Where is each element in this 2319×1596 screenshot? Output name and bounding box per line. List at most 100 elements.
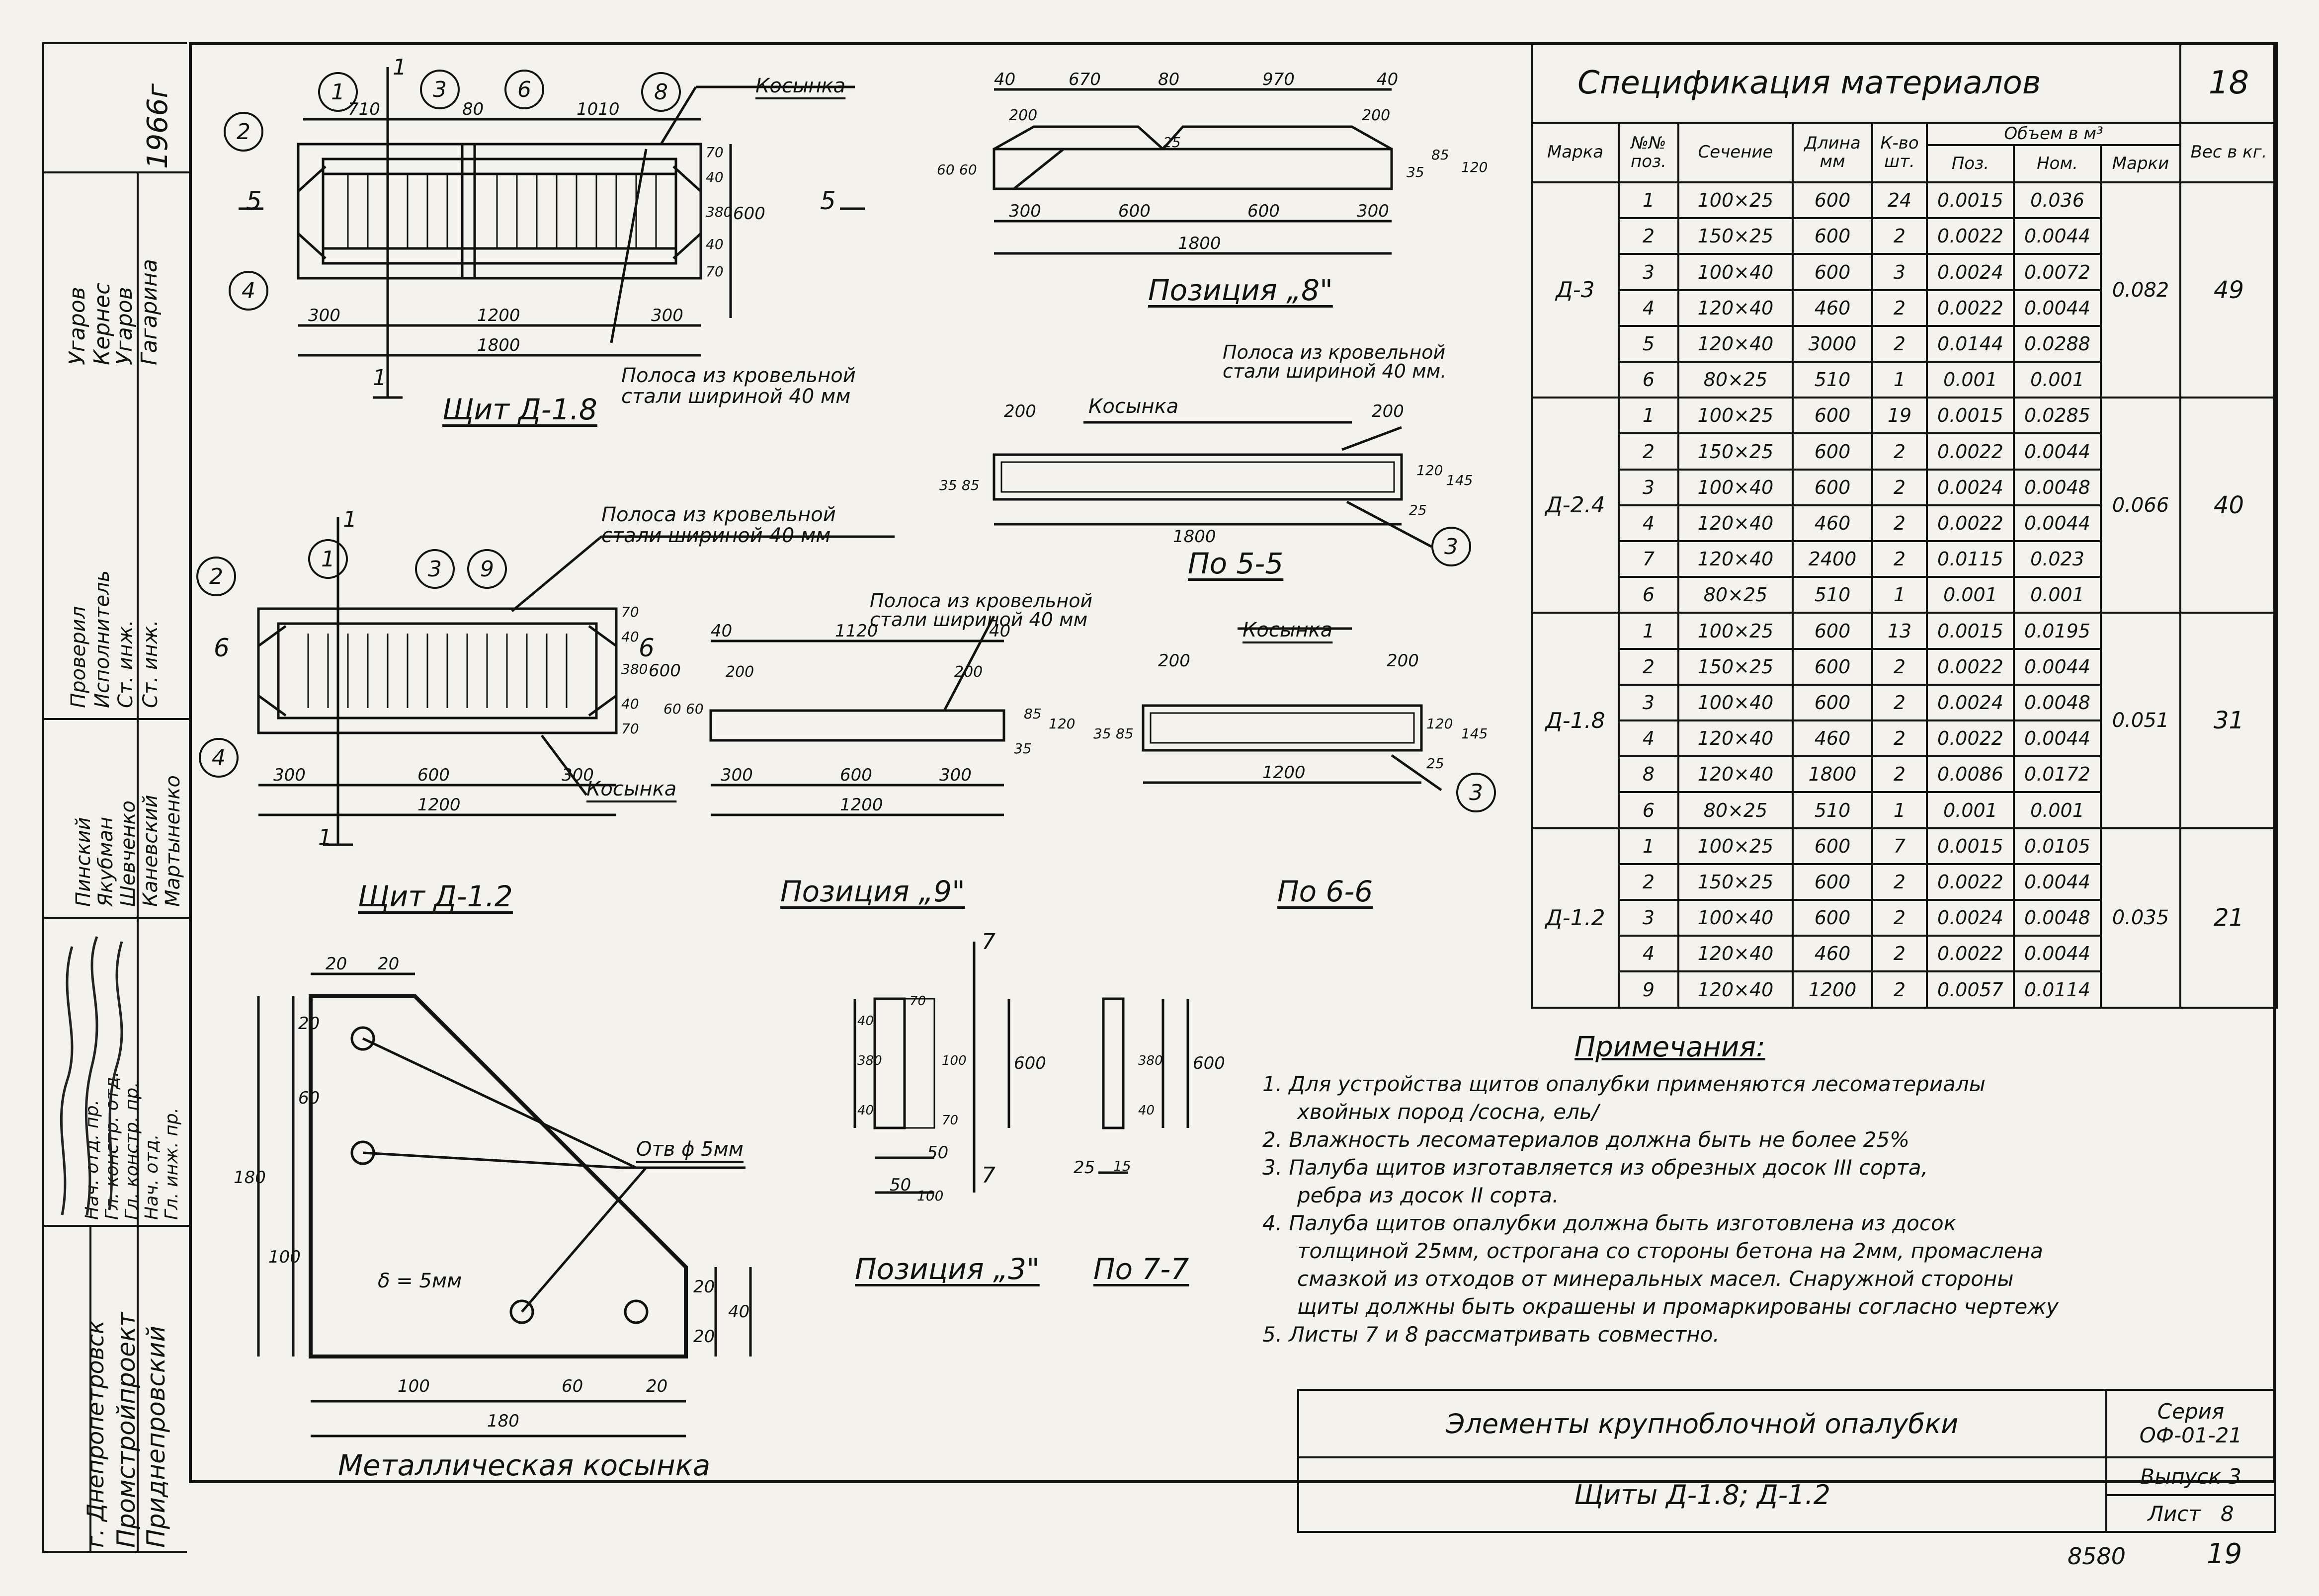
dim: 1200 (477, 306, 520, 325)
spec-table: Спецификация материалов 18 Марка №№ поз.… (1531, 42, 2278, 1009)
dim: 300 (1357, 201, 1389, 221)
cell: 2 (1871, 970, 1928, 1009)
stamp-row (42, 171, 189, 173)
pos8-outline (993, 88, 1393, 255)
cell: 2 (1618, 217, 1679, 255)
dim: 1200 (417, 795, 461, 815)
dim: 1120 (835, 621, 878, 641)
dim: 300 (939, 765, 972, 785)
note-line: 4. Палуба щитов опалубки должна быть изг… (1262, 1211, 1957, 1235)
dim: 25 (1426, 755, 1444, 772)
note-line: 5. Листы 7 и 8 рассматривать совместно. (1262, 1322, 1720, 1347)
dim: 380 (621, 661, 648, 677)
cell: 150×25 (1677, 863, 1794, 901)
cell: 100×40 (1677, 899, 1794, 937)
cell: 0.023 (2013, 540, 2102, 578)
cell: 460 (1792, 504, 1873, 543)
cell: 3 (1618, 253, 1679, 291)
cell: 0.0015 (1926, 612, 2015, 650)
cell: 4 (1618, 719, 1679, 758)
pos8-title: Позиция „8" (1148, 273, 1333, 307)
cell: 100×25 (1677, 397, 1794, 435)
dim: 120 (1426, 716, 1453, 732)
shield-12-title: Щит Д-1.2 (358, 879, 513, 913)
dim: 15 (1113, 1158, 1131, 1174)
cell: 600 (1792, 647, 1873, 686)
cell: 6 (1618, 576, 1679, 614)
cell: 0.0044 (2013, 504, 2102, 543)
dim: 380 (706, 204, 733, 220)
cut-mark: 7 (982, 1163, 995, 1188)
dim: 35 (1014, 740, 1032, 757)
cell: 0.0285 (2013, 397, 2102, 435)
spec-volume: 0.051 (2100, 612, 2181, 829)
pos-callout: 1 (308, 539, 348, 579)
cell: 0.001 (2013, 361, 2102, 399)
th-weight: Вес в кг. (2179, 122, 2278, 183)
gusset-thickness: δ = 5мм (378, 1270, 462, 1292)
section-mark: 5 (820, 186, 836, 215)
dim: 60 (959, 161, 977, 178)
spec-mark: Д-3 (1531, 181, 1620, 399)
cell: 1 (1618, 827, 1679, 865)
cell: 2 (1618, 647, 1679, 686)
spec-weight: 21 (2179, 827, 2278, 1009)
cell: 1 (1871, 361, 1928, 399)
dim: 80 (462, 99, 484, 119)
title-series: Серия ОФ-01-21 (2105, 1389, 2276, 1458)
note-line: смазкой из отходов от минеральных масел.… (1297, 1267, 2014, 1291)
cell: 0.0044 (2013, 863, 2102, 901)
pos-callout: 4 (199, 738, 239, 778)
cell: 2 (1871, 863, 1928, 901)
cell: 0.0115 (1926, 540, 2015, 578)
cell: 0.0044 (2013, 719, 2102, 758)
stamp-row (42, 917, 189, 919)
cell: 2 (1871, 217, 1928, 255)
shield-18-strip: Полоса из кровельной стали шириной 40 мм (621, 364, 856, 408)
spec-mark: Д-1.8 (1531, 612, 1620, 829)
dim: 200 (1004, 401, 1036, 421)
cell: 600 (1792, 253, 1873, 291)
cell: 2 (1871, 324, 1928, 363)
dim: 40 (857, 1103, 874, 1118)
series-value: ОФ-01-21 (2139, 1423, 2242, 1447)
spec-mark: Д-2.4 (1531, 397, 1620, 614)
cell: 0.0044 (2013, 217, 2102, 255)
cell: 0.001 (1926, 361, 2015, 399)
cut-mark: 1 (343, 507, 357, 532)
shield-18-kosynka: Косынка (755, 75, 846, 97)
dim: 300 (651, 306, 683, 325)
dim: 200 (726, 663, 754, 681)
dim: 600 (840, 765, 872, 785)
cell: 0.0024 (1926, 253, 2015, 291)
sec66-kosynka: Косынка (1242, 619, 1333, 641)
pos-callout: 3 (420, 70, 460, 109)
shield-12-outline (257, 517, 895, 846)
th-count: К-во шт. (1871, 122, 1928, 183)
cell: 1 (1871, 791, 1928, 829)
dim: 50 (890, 1175, 911, 1195)
cell: 0.0114 (2013, 970, 2102, 1009)
dim: 1800 (1178, 234, 1221, 253)
cell: 8 (1618, 755, 1679, 794)
dim: 145 (1461, 725, 1488, 742)
cell: 5 (1618, 324, 1679, 363)
cell: 0.0086 (1926, 755, 2015, 794)
th-vol-nom: Ном. (2013, 144, 2102, 183)
title-issue: Выпуск 3 (2105, 1456, 2276, 1496)
th-section: Сечение (1677, 122, 1794, 183)
note-line: 1. Для устройства щитов опалубки применя… (1262, 1072, 1986, 1096)
cell: 0.0044 (2013, 935, 2102, 973)
cell: 600 (1792, 827, 1873, 865)
cell: 120×40 (1677, 719, 1794, 758)
cell: 0.0044 (2013, 432, 2102, 471)
dim: 200 (1362, 107, 1391, 124)
cell: 1 (1618, 612, 1679, 650)
cell: 600 (1792, 863, 1873, 901)
dim: 600 (1014, 1053, 1046, 1073)
dim: 50 (927, 1143, 949, 1163)
dim: 300 (721, 765, 753, 785)
dim: 20 (378, 954, 400, 974)
cut-mark: 1 (393, 55, 407, 80)
th-volume: Объем в м³ (1926, 122, 2181, 146)
